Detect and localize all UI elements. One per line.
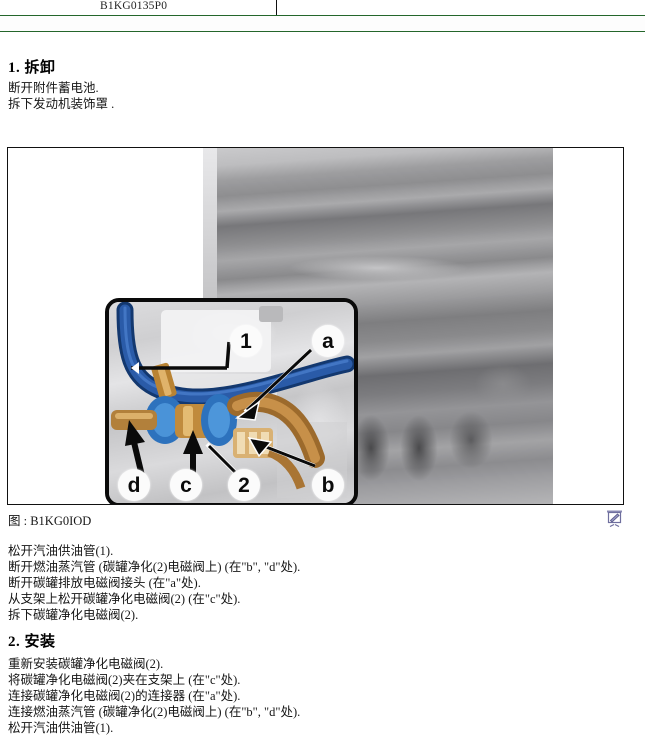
removal-step-4: 从支架上松开碳罐净化电磁阀(2) (在"c"处). (8, 592, 241, 606)
figure-caption-row: 图 : B1KG0IOD (0, 508, 645, 532)
document-header: B1KG0135P0 (0, 0, 645, 17)
figure-frame: 1 a d c 2 b (7, 147, 624, 505)
callout-a: a (312, 325, 344, 357)
header-green-rule-top (0, 15, 645, 16)
header-band (0, 16, 645, 32)
installation-step-3: 连接碳罐净化电磁阀(2)的连接器 (在"a"处). (8, 689, 241, 703)
removal-step-1: 松开汽油供油管(1). (8, 544, 114, 558)
detail-inset-panel: 1 a d c 2 b (105, 298, 358, 504)
figure-blank-right (553, 148, 623, 504)
callout-d: d (118, 469, 150, 501)
callout-1: 1 (230, 325, 262, 357)
header-document-code: B1KG0135P0 (100, 0, 168, 12)
installation-step-5: 松开汽油供油管(1). (8, 721, 114, 735)
section-heading-removal: 1. 拆卸 (8, 60, 56, 76)
installation-step-1: 重新安装碳罐净化电磁阀(2). (8, 657, 164, 671)
header-vertical-divider (276, 0, 277, 16)
callout-b: b (312, 469, 344, 501)
callout-2: 2 (228, 469, 260, 501)
figure-caption: 图 : B1KG0IOD (8, 514, 92, 528)
removal-step-5: 拆下碳罐净化电磁阀(2). (8, 608, 139, 622)
removal-intro-line-2: 拆下发动机装饰罩 . (8, 97, 115, 111)
header-green-rule-bottom (0, 31, 645, 32)
removal-intro-line-1: 断开附件蓄电池. (8, 81, 99, 95)
removal-step-2: 断开燃油蒸汽管 (碳罐净化(2)电磁阀上) (在"b", "d"处). (8, 560, 301, 574)
section-heading-installation: 2. 安装 (8, 634, 56, 650)
presentation-icon[interactable] (606, 509, 623, 527)
installation-step-2: 将碳罐净化电磁阀(2)夹在支架上 (在"c"处). (8, 673, 241, 687)
removal-step-3: 断开碳罐排放电磁阀接头 (在"a"处). (8, 576, 201, 590)
callout-c: c (170, 469, 202, 501)
installation-step-4: 连接燃油蒸汽管 (碳罐净化(2)电磁阀上) (在"b", "d"处). (8, 705, 301, 719)
